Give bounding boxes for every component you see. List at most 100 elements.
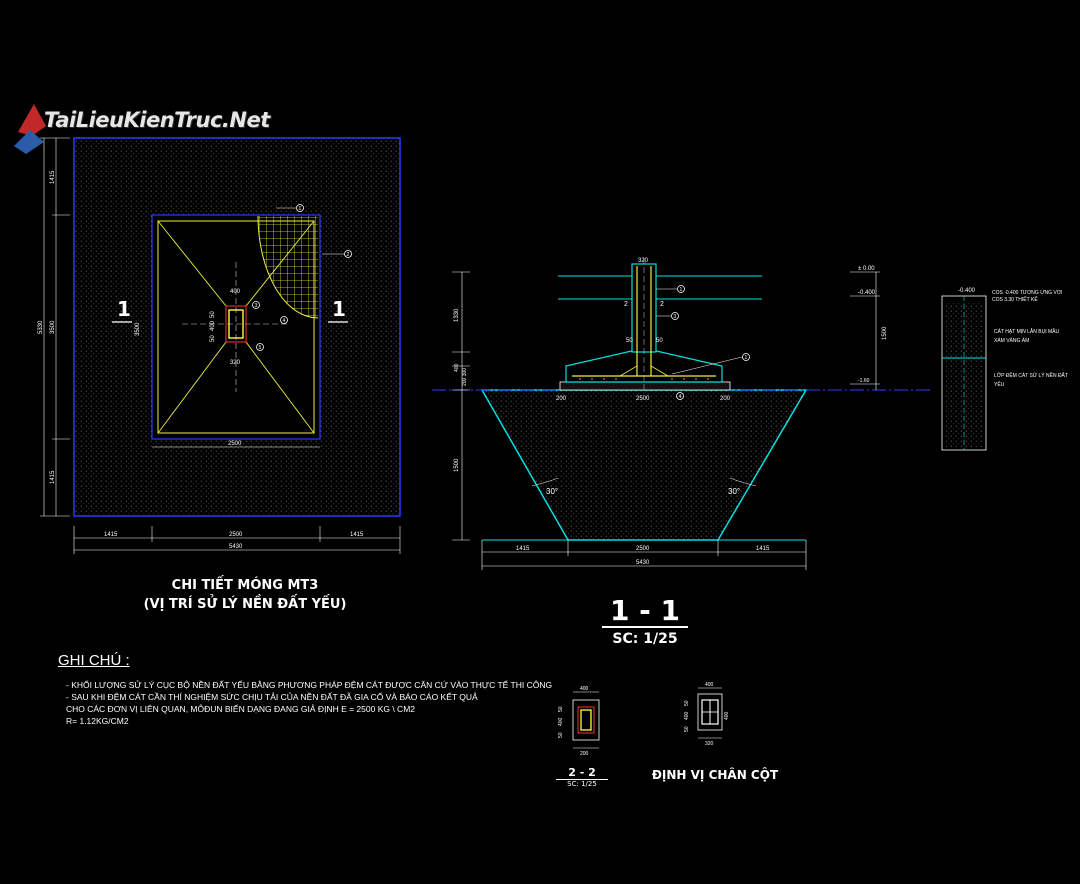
callout-label: 1	[299, 206, 302, 212]
footing-inner	[157, 220, 315, 434]
section-mark-right: 1	[332, 297, 346, 321]
notes-line: R= 1.12KG/CM2	[66, 716, 129, 726]
section-callouts: 1 3 1 4	[656, 285, 750, 400]
detail-dim: 400	[580, 686, 589, 692]
site-logo: TaiLieuKienTruc.Net	[14, 102, 270, 156]
section-label: 50	[656, 338, 663, 344]
rebar	[650, 365, 669, 377]
notes-heading: GHI CHÚ :	[58, 652, 130, 669]
base-dim: 200	[556, 396, 567, 402]
dim-label: 1415	[50, 470, 56, 484]
notes-line: - SAU KHI ĐỆM CÁT CẦN THÍ NGHIỆM SỨC CHỊ…	[66, 692, 478, 702]
dim-label: 5430	[636, 560, 650, 566]
dim-label: 3500	[50, 320, 56, 334]
dim-label: 200 300	[462, 368, 468, 386]
angle-arc	[729, 477, 757, 487]
section-label: 2	[624, 301, 628, 308]
slope-line	[157, 341, 227, 434]
callout-label: 5	[259, 345, 262, 351]
lean-concrete	[559, 381, 731, 391]
legend-level: -0.400	[958, 288, 976, 294]
col-dim-side: 400	[210, 320, 216, 331]
legend-text-2: CÁT HẠT MỊN LẪN BỤI MẦU XÁM VÀNG ẨM	[994, 329, 1060, 344]
notes-line: - KHỐI LƯỢNG SỬ LÝ CỤC BỘ NỀN ĐẤT YẾU BẰ…	[66, 680, 553, 690]
angle-arc	[531, 477, 559, 487]
callout-label: 3	[674, 314, 677, 320]
inner-width-dim: 2500	[228, 441, 242, 447]
notes-line: CHO CÁC ĐƠN VỊ LIÊN QUAN, MÔĐUN BIẾN DẠN…	[66, 704, 416, 714]
col-dim-top: 400	[230, 289, 241, 295]
callout-label: 4	[679, 394, 682, 400]
detail-22-title: 2 - 2	[556, 766, 608, 780]
plan-title-block: CHI TIẾT MÓNG MT3 (VỊ TRÍ SỬ LÝ NỀN ĐẤT …	[120, 576, 370, 614]
base-dim: 2500	[636, 396, 650, 402]
dim-label: 5430	[229, 544, 243, 550]
rebar-dots	[579, 378, 709, 380]
section-label: 2	[660, 301, 664, 308]
dim-label: 5330	[38, 320, 44, 334]
section-left-dims: 1330 400 200 300 1500	[452, 271, 470, 541]
dim-label: 2500	[229, 532, 243, 538]
notes-block: GHI CHÚ : - KHỐI LƯỢNG SỬ LÝ CỤC BỘ NỀN …	[58, 652, 552, 727]
section-scale: SC: 1/25	[612, 631, 678, 647]
section-mark-left: 1	[117, 297, 131, 321]
inner-height-dim: 3500	[135, 322, 141, 336]
section-title: 1 - 1	[601, 596, 689, 628]
col-dim-bottom: 320	[230, 360, 241, 366]
dim-label: 1415	[756, 546, 770, 552]
dim-label: 400	[454, 363, 460, 372]
sand-cushion-trapezoid	[480, 389, 808, 541]
col-dim-side: 50	[210, 311, 216, 318]
col-dim-side: 50	[210, 335, 216, 342]
section-bottom-dims: 1415 2500 1415 5430	[481, 539, 807, 570]
bottom-dimensions: 1415 2500 1415 5430	[73, 526, 401, 554]
position-dim: 320	[705, 741, 714, 747]
dim-label: 1500	[454, 458, 460, 472]
dim-label: 2500	[636, 546, 650, 552]
detail-dim: 200	[580, 751, 589, 757]
section-title-block: 1 - 1 SC: 1/25	[590, 596, 700, 648]
dim-label: 1330	[454, 308, 460, 322]
plan-subtitle: (VỊ TRÍ SỬ LÝ NỀN ĐẤT YẾU)	[143, 597, 347, 612]
plan-title: CHI TIẾT MÓNG MT3	[171, 578, 319, 593]
legend-text-1: COS -0.400 TƯƠNG ỨNG VỚI COS 3.30 THIẾT …	[992, 290, 1063, 303]
soil-legend: -0.400 COS -0.400 TƯƠNG ỨNG VỚI COS 3.30…	[941, 288, 1068, 451]
dim-label: 1415	[516, 546, 530, 552]
callout-label: 4	[283, 318, 286, 324]
callout-label: 2	[347, 252, 350, 258]
level-label: -1.60	[858, 378, 870, 384]
dim-label: 1415	[104, 532, 118, 538]
dim-label: 1415	[50, 170, 56, 184]
left-dimensions: 1415 3500 1415 5330	[38, 137, 70, 517]
section-right-levels: ± 0.00 -0.400 -1.60 1500	[850, 266, 888, 390]
column-position-title: ĐỊNH VỊ CHÂN CỘT	[651, 768, 779, 782]
legend-text-3: LỚP ĐỆM CÁT SỬ LÝ NỀN ĐẤT YẾU	[994, 373, 1068, 388]
rebar-mesh-arc	[257, 215, 319, 319]
detail-dim: 50	[558, 706, 564, 712]
callout-bubbles: 1 2 3 4 5	[252, 204, 352, 351]
callout-label: 3	[255, 303, 258, 309]
position-dim: 50	[684, 700, 690, 706]
slope-angle: 30°	[546, 487, 558, 496]
position-dim: 50	[684, 726, 690, 732]
callout-label: 1	[745, 355, 748, 361]
logo-text: TaiLieuKienTruc.Net	[44, 108, 270, 132]
level-label: -0.400	[858, 290, 876, 296]
detail-dim: 50	[558, 732, 564, 738]
position-dim: 400	[684, 711, 690, 720]
detail-22-title-block: 2 - 2 SC: 1/25	[556, 766, 608, 788]
section-top-dim: 320	[638, 258, 649, 264]
rebar	[619, 365, 638, 377]
foundation-plan: 1 1 400 320 50 400 50 3500 1 2 3 4 5 250…	[38, 137, 401, 554]
base-dim: 200	[720, 396, 731, 402]
slope-line	[157, 220, 227, 307]
section-label: 50	[626, 338, 633, 344]
detail-dim: 400	[558, 717, 564, 726]
dim-label: 1500	[882, 326, 888, 340]
callout-label: 1	[680, 287, 683, 293]
logo-icon	[14, 104, 46, 154]
column-position-detail: 400 320 50 400 50 400	[684, 682, 730, 747]
section-1-1: 320 2 2 50 50 1 3 1 4 200 2500 200 30° 3…	[432, 258, 930, 570]
detail-2-2: 400 200 50 400 50	[558, 686, 600, 757]
